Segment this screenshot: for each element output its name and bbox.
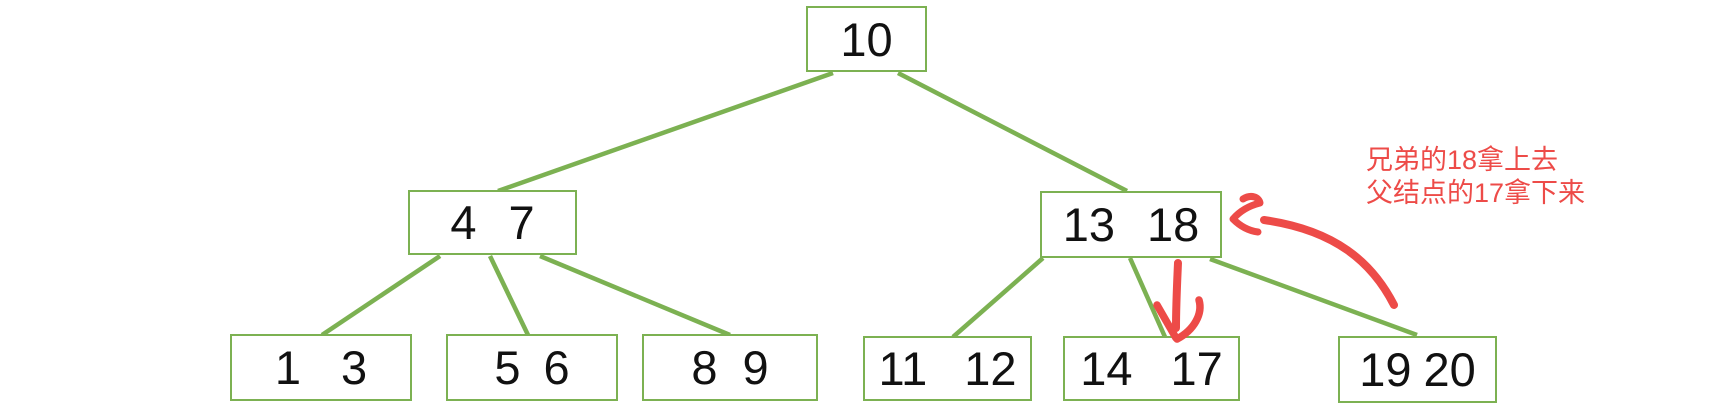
node-key: 8 [691,341,718,394]
node-key: 12 [964,342,1017,395]
tree-edge-n13-18-n11-12 [951,256,1045,339]
node-key: 14 [1080,342,1133,395]
tree-node-n14-17: 14 17 [1063,336,1240,401]
node-key: 20 [1423,343,1476,396]
node-key: 4 [450,196,477,249]
node-key: 19 [1359,343,1412,396]
node-key: 3 [341,341,368,394]
tree-node-n13-18: 13 18 [1040,191,1222,258]
tree-edge-n13-18-n19-20 [1209,256,1418,338]
tree-edge-n10-n13-18 [896,70,1129,194]
node-key: 9 [742,341,769,394]
tree-edge-n4-7-n1-3 [320,254,442,337]
node-key: 7 [508,196,535,249]
node-key: 5 [494,341,521,394]
tree-edge-n4-7-n5-6 [487,255,531,336]
node-key: 10 [840,12,893,66]
curved-arrow-head [1229,192,1264,236]
curved-arrow-shaft [1260,216,1398,309]
down-arrow-shaft [1172,259,1182,332]
node-key: 18 [1147,198,1200,251]
tree-edge-n13-18-n14-17 [1127,257,1168,338]
tree-node-n10: 10 [806,6,927,72]
node-key: 13 [1062,198,1115,251]
node-key: 1 [274,341,301,394]
tree-node-n11-12: 11 12 [863,336,1032,401]
tree-edge-n10-n4-7 [497,70,834,194]
annotation-note: 兄弟的18拿上去 父结点的17拿下来 [1366,144,1585,210]
annotation-line-1: 兄弟的18拿上去 [1366,145,1559,175]
tree-edge-n4-7-n8-9 [539,253,731,338]
annotation-line-2: 父结点的17拿下来 [1366,178,1586,208]
node-key: 6 [543,341,570,394]
node-key: 17 [1170,342,1223,395]
node-key: 11 [878,342,928,395]
down-arrow-head [1153,296,1204,343]
